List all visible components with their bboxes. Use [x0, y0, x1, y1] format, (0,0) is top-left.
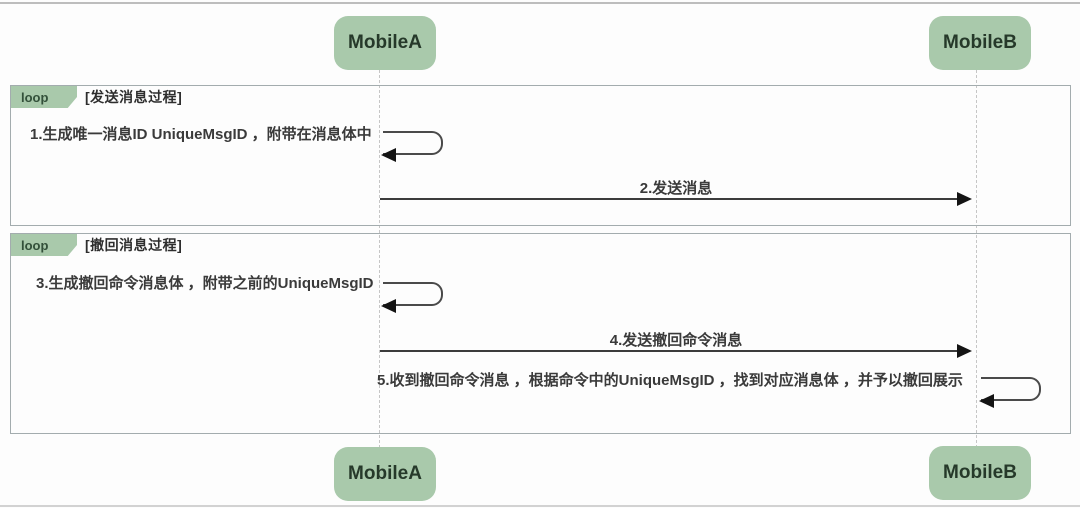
message-5-text: 5.收到撤回命令消息 ，根据命令中的UniqueMsgID ，找到对应消息体 ，… [377, 372, 963, 389]
loop-frame-recall: loop [撤回消息过程] [10, 233, 1071, 434]
frame-header: loop [发送消息过程] [11, 86, 182, 108]
arrowhead-icon [979, 394, 994, 408]
participant-mobileb-bottom: MobileB [929, 446, 1031, 500]
message-3-text: 3.生成撤回命令消息体 ，附带之前的UniqueMsgID [36, 275, 374, 292]
frame-header: loop [撤回消息过程] [11, 234, 182, 256]
participant-mobileb-top: MobileB [929, 16, 1031, 70]
loop-guard-label: [发送消息过程] [85, 89, 183, 105]
message-1-text: 1.生成唯一消息ID UniqueMsgID ，附带在消息体中 [30, 126, 372, 143]
message-2-arrow [380, 192, 972, 206]
participant-label: MobileB [943, 462, 1017, 483]
message-3-self-arrow [381, 282, 443, 313]
participant-label: MobileB [943, 32, 1017, 53]
loop-guard-label: [撤回消息过程] [85, 237, 183, 253]
lifeline-mobilea [379, 70, 380, 448]
bottom-border-line [0, 505, 1080, 507]
lifeline-mobileb [976, 70, 977, 448]
arrowhead-icon [381, 148, 396, 162]
top-border-line [0, 2, 1080, 4]
message-1-self-arrow [381, 131, 443, 162]
arrowhead-icon [381, 299, 396, 313]
participant-mobilea-bottom: MobileA [334, 447, 436, 501]
message-5-self-arrow [979, 377, 1041, 408]
participant-label: MobileA [348, 463, 422, 484]
loop-operator-tab: loop [11, 234, 77, 256]
message-4-text: 4.发送撤回命令消息 [609, 332, 743, 349]
participant-label: MobileA [348, 32, 422, 53]
message-4-arrow [380, 344, 972, 358]
message-2-text: 2.发送消息 [639, 180, 713, 197]
loop-frame-send: loop [发送消息过程] [10, 85, 1071, 226]
loop-operator-tab: loop [11, 86, 77, 108]
participant-mobilea-top: MobileA [334, 16, 436, 70]
